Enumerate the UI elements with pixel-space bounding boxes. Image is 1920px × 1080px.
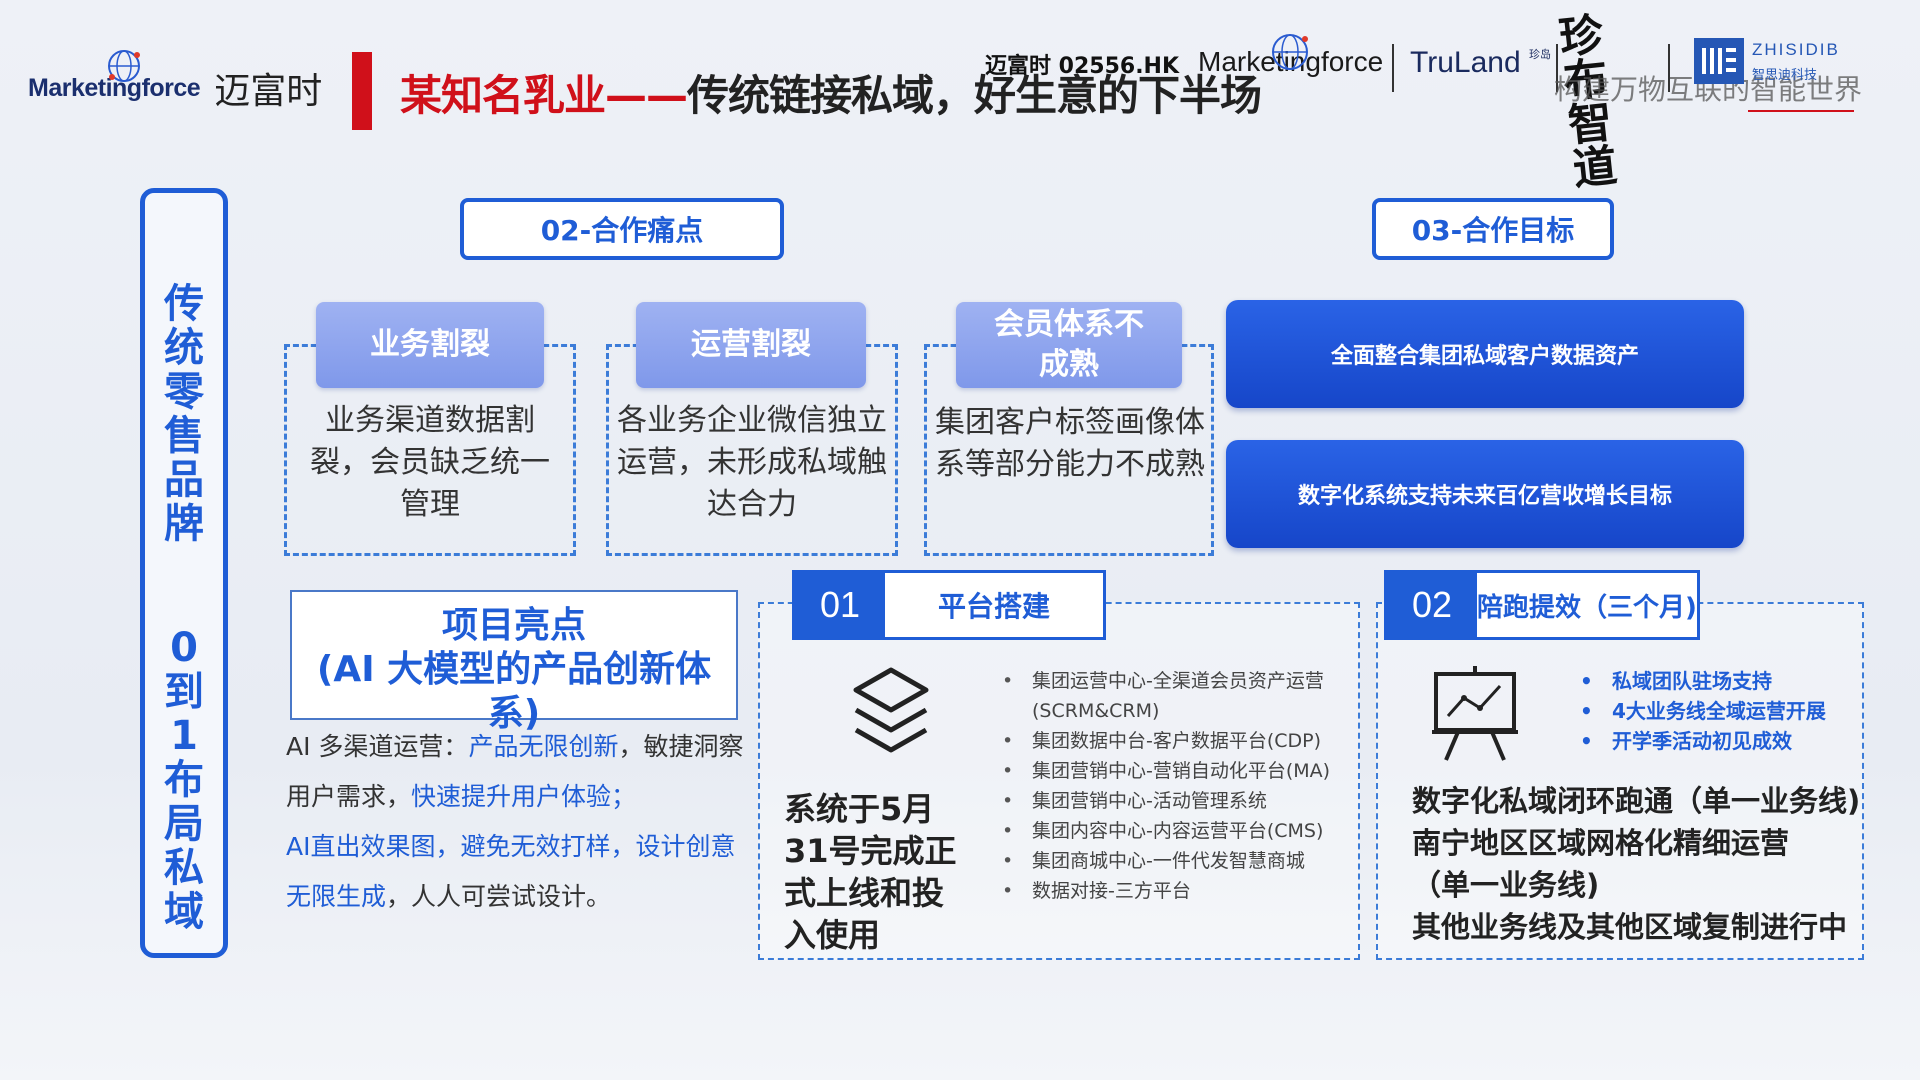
goal-1: 全面整合集团私域客户数据资产: [1226, 300, 1744, 408]
pain-card-3-title: 会员体系不成熟: [956, 302, 1182, 388]
highlights-title: 项目亮点: [441, 605, 586, 646]
result-line: 南宁地区区域网格化精细运营: [1412, 826, 1790, 860]
list-item: 集团商城中心-一件代发智慧商城: [1002, 846, 1358, 876]
presentation-chart-icon: [1432, 666, 1518, 761]
building-icon: [1702, 48, 1736, 74]
pain-card-1-title: 业务割裂: [316, 302, 544, 388]
goal-2: 数字化系统支持未来百亿营收增长目标: [1226, 440, 1744, 548]
zhisidib-wordmark: ZHISIDIB: [1752, 40, 1840, 59]
phase-2-label: 陪跑提效（三个月): [1477, 592, 1697, 623]
phase-2-number: 02: [1387, 573, 1477, 637]
phase-1-summary: 系统于5月31号完成正式上线和投入使用: [784, 790, 957, 954]
hl-text-5: AI直出效果图，避免无效打样，设计创意无限生成: [286, 832, 736, 911]
marketingforce-cn-name: 迈富时: [214, 71, 323, 112]
globe-icon: [1272, 34, 1308, 70]
result-line: 其他业务线及其他区域复制进行中: [1412, 910, 1848, 944]
side-text-2: 0到1布局私域: [140, 626, 228, 934]
phase-1-label: 平台搭建: [937, 590, 1050, 623]
highlights-description: AI 多渠道运营：产品无限创新，敏捷洞察用户需求，快速提升用户体验； AI直出效果…: [286, 722, 746, 922]
side-line-1: 传统零售品牌: [164, 281, 204, 547]
list-item: 集团运营中心-全渠道会员资产运营(SCRM&CRM): [1002, 666, 1358, 726]
truland-cn: 珍岛: [1528, 49, 1551, 61]
pain-card-1-desc: 业务渠道数据割裂，会员缺乏统一管理: [310, 403, 550, 522]
logo-divider: [1556, 44, 1558, 92]
pain-card-2-title: 运营割裂: [636, 302, 866, 388]
stock-code: 迈富时 02556.HK: [985, 54, 1180, 79]
hl-text-6: ，人人可尝试设计。: [386, 882, 612, 911]
side-text-1: 传统零售品牌: [140, 282, 228, 546]
list-item: 集团数据中台-客户数据平台(CDP): [1002, 726, 1358, 756]
highlights-box: 项目亮点 (AI 大模型的产品创新体系): [290, 590, 738, 734]
logo-divider: [1392, 44, 1394, 92]
hl-text-4: 快速提升用户体验；: [411, 782, 637, 811]
phase-2-tag: 02 陪跑提效（三个月): [1384, 570, 1700, 640]
hl-text-1: AI 多渠道运营：: [286, 732, 469, 761]
list-item: 4大业务线全域运营开展: [1580, 696, 1880, 726]
list-item: 集团营销中心-营销自动化平台(MA): [1002, 756, 1358, 786]
pain-card-2-desc: 各业务企业微信独立运营，未形成私域触达合力: [617, 403, 887, 522]
result-line: 数字化私域闭环跑通（单一业务线): [1412, 784, 1861, 818]
zhisidib-cn-name: 智思迪科技: [1752, 68, 1818, 83]
result-line: （单一业务线): [1412, 868, 1600, 902]
logo-divider: [1668, 44, 1670, 92]
header-underline: [1748, 110, 1854, 112]
list-item: 集团内容中心-内容运营平台(CMS): [1002, 816, 1358, 846]
layers-icon: [853, 667, 929, 753]
truland-logo: TruLand 珍岛: [1410, 46, 1551, 80]
phase-2-results: 数字化私域闭环跑通（单一业务线) 南宁地区区域网格化精细运营 （单一业务线) 其…: [1412, 780, 1872, 948]
goals-tag: 03-合作目标: [1372, 198, 1614, 260]
list-item: 数据对接-三方平台: [1002, 876, 1358, 906]
globe-icon: [108, 50, 140, 82]
truland-wordmark: TruLand: [1410, 46, 1521, 79]
highlights-subtitle: (AI 大模型的产品创新体系): [316, 649, 712, 734]
phase-1-tag: 01 平台搭建: [792, 570, 1106, 640]
list-item: 开学季活动初见成效: [1580, 726, 1880, 756]
marketingforce-logo: Marketingforce 迈富时: [28, 50, 323, 118]
hl-text-2: 产品无限创新: [468, 732, 619, 761]
hl-text-3: ，敏捷洞察用户需求，: [286, 732, 744, 811]
page-title: 某知名乳业——传统链接私域，好生意的下半场: [400, 62, 1262, 123]
phase-2-list: 私域团队驻场支持 4大业务线全域运营开展 开学季活动初见成效: [1580, 666, 1880, 756]
marketingforce-logo-2: Marketingforce: [1198, 46, 1384, 77]
list-item: 集团营销中心-活动管理系统: [1002, 786, 1358, 816]
pain-card-3-desc: 集团客户标签画像体系等部分能力不成熟: [935, 405, 1205, 482]
title-subject: 传统链接私域，好生意的下半场: [687, 71, 1262, 120]
pain-points-tag: 02-合作痛点: [460, 198, 784, 260]
side-panel: [140, 188, 228, 958]
phase-1-list: 集团运营中心-全渠道会员资产运营(SCRM&CRM) 集团数据中台-客户数据平台…: [1002, 666, 1358, 906]
list-item: 私域团队驻场支持: [1580, 666, 1880, 696]
phase-1-number: 01: [795, 573, 885, 637]
side-line-2: 0到1布局私域: [164, 625, 204, 935]
phase-2-box: [1376, 602, 1864, 960]
zhisidib-logo-mark: [1694, 38, 1744, 84]
title-accent-bar: [352, 52, 372, 130]
title-company: 某知名乳业——: [400, 71, 688, 120]
